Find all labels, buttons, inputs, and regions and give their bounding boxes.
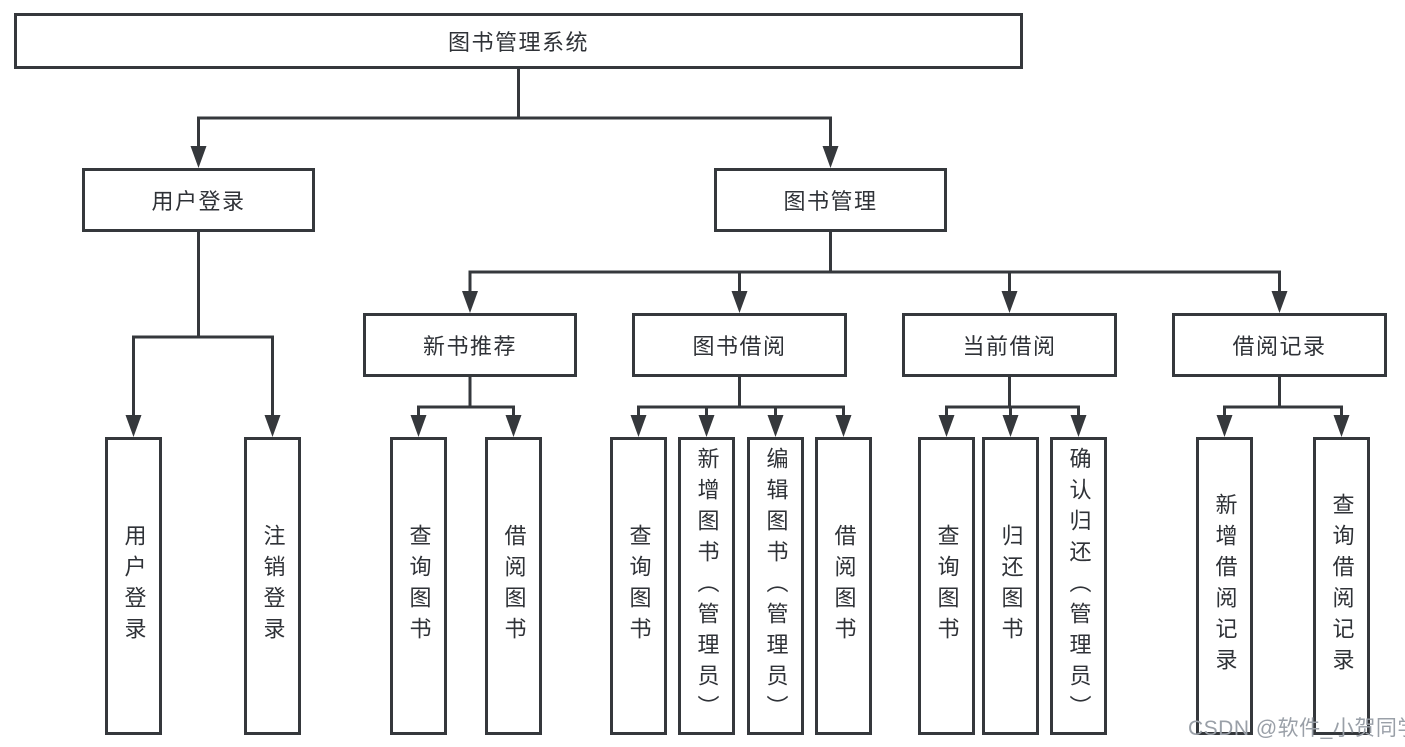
node-label: 查询借阅记录 [1329, 493, 1355, 679]
arrow-down-icon [190, 146, 207, 168]
connector-arrowheads [125, 146, 1350, 437]
node-current-borrow: 当前借阅 [902, 313, 1117, 377]
node-label: 图书借阅 [692, 334, 787, 359]
leaf-logout: 注销登录 [244, 437, 301, 735]
arrow-down-icon [1002, 415, 1019, 437]
node-label: 查询图书 [406, 524, 432, 648]
leaf-query-books-current: 查询图书 [918, 437, 975, 735]
leaf-borrow-books-recommend: 借阅图书 [485, 437, 542, 735]
leaf-confirm-return-admin: 确认归还（管理员） [1050, 437, 1107, 735]
arrow-down-icon [1271, 291, 1288, 313]
arrow-down-icon [630, 415, 647, 437]
arrow-down-icon [462, 291, 478, 313]
node-label: 当前借阅 [962, 334, 1057, 359]
arrow-down-icon [1216, 415, 1233, 437]
arrow-down-icon [698, 415, 715, 437]
leaf-edit-books-admin: 编辑图书（管理员） [747, 437, 804, 735]
arrow-down-icon [1333, 415, 1350, 437]
node-label: 新增图书（管理员） [694, 446, 720, 726]
leaf-add-books-admin: 新增图书（管理员） [678, 437, 735, 735]
leaf-query-books-borrow: 查询图书 [610, 437, 667, 735]
node-label: 图书管理系统 [447, 30, 589, 55]
node-label: 归还图书 [998, 524, 1024, 648]
arrow-down-icon [505, 415, 522, 437]
arrow-down-icon [731, 291, 748, 313]
leaf-query-books-recommend: 查询图书 [390, 437, 447, 735]
node-label: 图书管理 [783, 189, 878, 214]
arrow-down-icon [822, 146, 839, 168]
leaf-add-borrow-record: 新增借阅记录 [1196, 437, 1253, 735]
arrow-down-icon [264, 415, 281, 437]
arrow-down-icon [767, 415, 784, 437]
node-label: 新增借阅记录 [1212, 493, 1238, 679]
node-label: 注销登录 [260, 524, 286, 648]
leaf-query-borrow-record: 查询借阅记录 [1313, 437, 1370, 735]
connector-lines [132, 68, 1343, 421]
arrow-down-icon [125, 415, 142, 437]
arrow-down-icon [938, 415, 955, 437]
node-label: 确认归还（管理员） [1066, 446, 1092, 726]
node-label: 新书推荐 [422, 334, 517, 359]
leaf-return-books: 归还图书 [982, 437, 1039, 735]
node-label: 查询图书 [626, 524, 652, 648]
arrow-down-icon [410, 415, 427, 437]
node-label: 用户登录 [121, 524, 147, 648]
arrow-down-icon [1070, 415, 1087, 437]
watermark-csdn: CSDN @软件_小贺同学 [1188, 717, 1405, 740]
node-label: 用户登录 [151, 189, 246, 214]
arrow-down-icon [1001, 291, 1018, 313]
node-label: 借阅图书 [831, 524, 857, 648]
node-new-book-recommend: 新书推荐 [363, 313, 577, 377]
arrow-down-icon [835, 415, 852, 437]
node-book-management: 图书管理 [714, 168, 947, 232]
node-borrow-records: 借阅记录 [1172, 313, 1387, 377]
node-label: 借阅图书 [501, 524, 527, 648]
node-library-management-system: 图书管理系统 [14, 13, 1023, 69]
node-book-borrow: 图书借阅 [632, 313, 847, 377]
node-label: 借阅记录 [1232, 334, 1327, 359]
leaf-borrow-books: 借阅图书 [815, 437, 872, 735]
leaf-user-login: 用户登录 [105, 437, 162, 735]
node-label: 编辑图书（管理员） [763, 446, 789, 726]
node-label: 查询图书 [934, 524, 960, 648]
node-user-login: 用户登录 [82, 168, 315, 232]
